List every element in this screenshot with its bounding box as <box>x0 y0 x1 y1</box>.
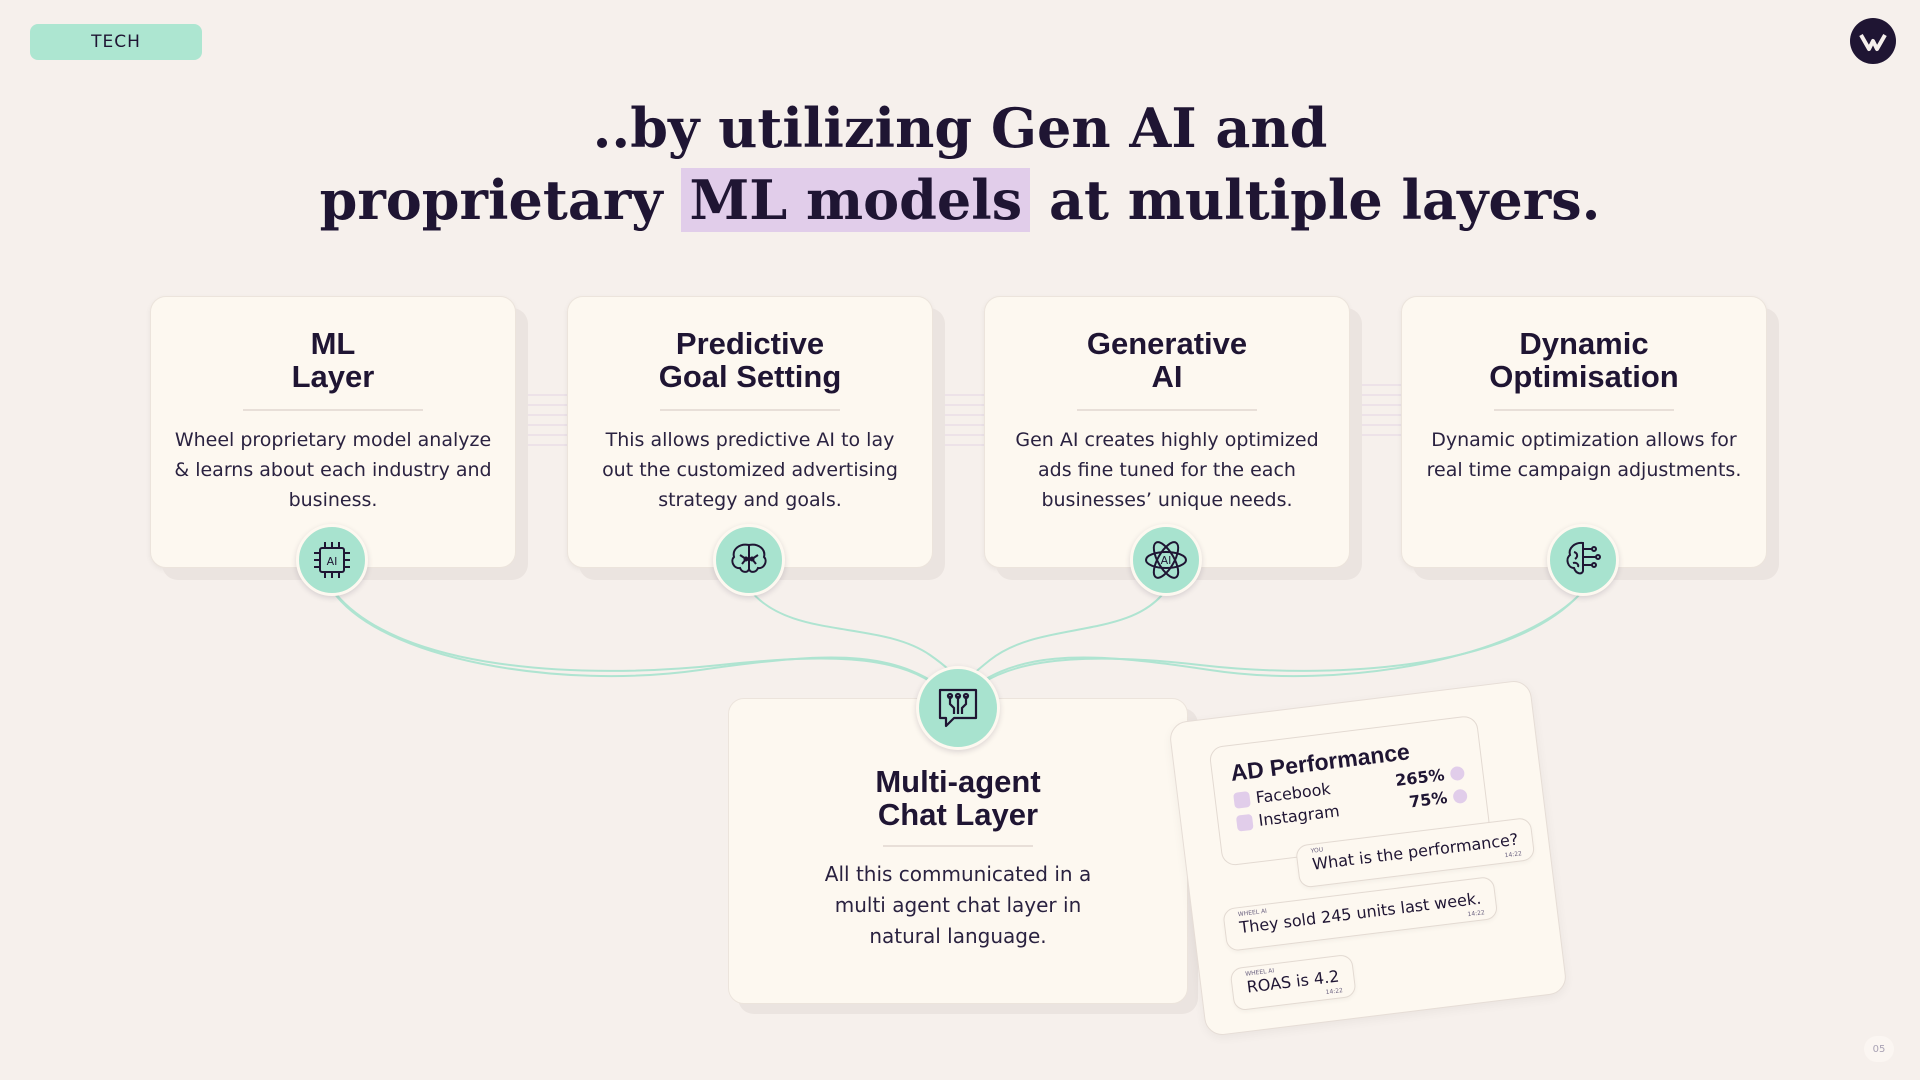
ad-performance-panel: AD Performance Facebook 265% Instagram 7… <box>1168 678 1568 1038</box>
chat-message-ai: WHEEL AI ROAS is 4.2 14:22 <box>1229 953 1357 1012</box>
headline-line-2-end: at multiple layers. <box>1030 168 1601 232</box>
card-title: Generative AI <box>985 327 1349 393</box>
card-dynamic-optimisation: Dynamic Optimisation Dynamic optimizatio… <box>1401 296 1767 568</box>
brain-circuit-icon <box>1547 524 1619 596</box>
card-divider <box>660 409 840 411</box>
facebook-icon <box>1233 790 1251 809</box>
card-predictive-goal-setting: Predictive Goal Setting This allows pred… <box>567 296 933 568</box>
chat-circuit-icon <box>916 666 1000 750</box>
card-title-line-2: AI <box>1151 359 1183 394</box>
card-title-line-1: ML <box>310 326 356 361</box>
ai-atom-icon: AI <box>1130 524 1202 596</box>
card-title-line-1: Generative <box>1086 326 1248 361</box>
page-number: 05 <box>1864 1036 1894 1062</box>
headline-line-2: proprietary ML models at multiple layers… <box>0 164 1920 236</box>
arrow-up-icon <box>1449 765 1466 781</box>
card-divider <box>883 845 1033 847</box>
card-description: Wheel proprietary model analyze & learns… <box>174 429 492 511</box>
card-title-line-2: Chat Layer <box>877 797 1039 832</box>
section-tag: TECH <box>30 24 202 60</box>
card-title: Multi-agent Chat Layer <box>729 765 1187 831</box>
card-title: ML Layer <box>151 327 515 393</box>
card-description: All this communicated in a multi agent c… <box>824 862 1092 948</box>
channel-value: 265% <box>1394 765 1446 791</box>
card-title-line-2: Optimisation <box>1489 359 1679 394</box>
card-generative-ai: Generative AI Gen AI creates highly opti… <box>984 296 1350 568</box>
message-text: They sold 245 units last week. <box>1238 888 1483 938</box>
chat-message-ai: WHEEL AI They sold 245 units last week. … <box>1222 875 1499 952</box>
card-title-line-1: Dynamic <box>1519 326 1649 361</box>
card-title-line-2: Goal Setting <box>658 359 842 394</box>
instagram-icon <box>1235 813 1254 832</box>
message-sender: YOU <box>1310 846 1324 855</box>
page-headline: ..by utilizing Gen AI and proprietary ML… <box>0 92 1920 236</box>
card-title-line-1: Predictive <box>675 326 825 361</box>
brain-icon <box>713 524 785 596</box>
message-time: 14:22 <box>1504 850 1523 860</box>
card-description: Gen AI creates highly optimized ads fine… <box>1015 429 1319 511</box>
message-time: 14:22 <box>1467 909 1486 919</box>
svg-text:AI: AI <box>1161 554 1172 567</box>
ai-chip-icon: AI <box>296 524 368 596</box>
card-divider <box>1494 409 1674 411</box>
card-multi-agent-chat-layer: Multi-agent Chat Layer All this communic… <box>728 698 1188 1004</box>
card-title: Predictive Goal Setting <box>568 327 932 393</box>
card-title-line-2: Layer <box>291 359 375 394</box>
headline-highlight: ML models <box>681 168 1031 232</box>
svg-text:AI: AI <box>327 555 338 568</box>
arrow-up-icon <box>1452 788 1468 804</box>
headline-line-2-start: proprietary <box>319 168 682 232</box>
card-divider <box>243 409 423 411</box>
channel-value: 75% <box>1408 787 1449 812</box>
card-title: Dynamic Optimisation <box>1402 327 1766 393</box>
headline-line-1: ..by utilizing Gen AI and <box>592 96 1328 160</box>
card-divider <box>1077 409 1257 411</box>
card-description: Dynamic optimization allows for real tim… <box>1426 429 1742 481</box>
brand-logo <box>1850 18 1896 64</box>
card-ml-layer: ML Layer Wheel proprietary model analyze… <box>150 296 516 568</box>
message-time: 14:22 <box>1325 987 1344 997</box>
card-title-line-1: Multi-agent <box>875 764 1041 799</box>
card-description: This allows predictive AI to lay out the… <box>602 429 898 511</box>
